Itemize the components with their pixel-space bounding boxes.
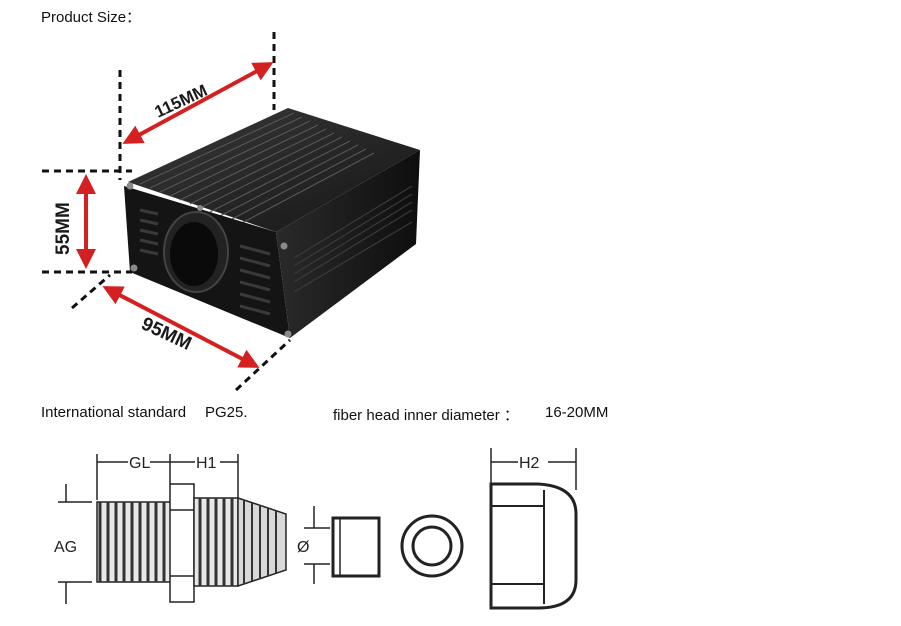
height-dimension-label: 55MM xyxy=(53,202,74,255)
light-source-box xyxy=(124,108,420,338)
h2-label: H2 xyxy=(519,455,540,472)
dimension-guides xyxy=(42,32,292,392)
gland-drawing xyxy=(58,448,578,610)
h1-label: H1 xyxy=(196,455,217,472)
ag-label: AG xyxy=(54,539,77,556)
standard-value: PG25. xyxy=(205,404,248,421)
fiber-diameter-label: fiber head inner diameter ： xyxy=(333,407,519,424)
fiber-port xyxy=(163,211,229,293)
length-dimension-label: 115MM xyxy=(152,81,211,122)
dimension-arrows xyxy=(76,62,274,368)
page-title: Product Size： xyxy=(41,9,142,26)
diameter-label: Ø xyxy=(297,539,309,556)
standard-label: International standard xyxy=(41,404,187,421)
gl-label: GL xyxy=(129,455,150,472)
fiber-diameter-value: 16-20MM xyxy=(545,404,609,421)
